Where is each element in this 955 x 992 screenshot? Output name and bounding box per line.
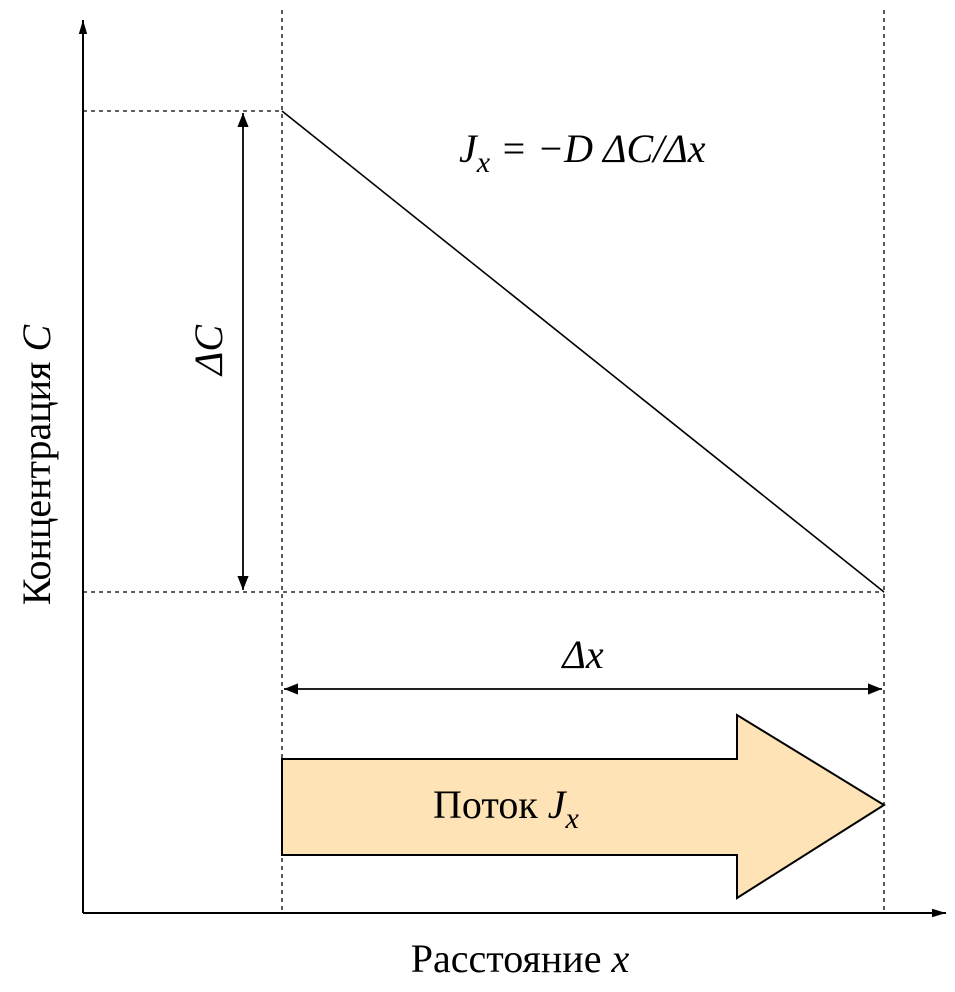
x-axis-label: Расстояние x — [411, 936, 630, 981]
flux-label-text: Поток — [433, 782, 538, 827]
flux-label: Поток Jx — [433, 782, 580, 835]
formula-lhs: J — [459, 126, 479, 171]
delta-x-label: Δx — [560, 632, 603, 677]
y-axis-var: C — [14, 324, 59, 352]
x-axis-var: x — [610, 936, 629, 981]
formula-rhs: = −D ΔC/Δx — [500, 126, 706, 171]
flux-var: J — [548, 782, 568, 827]
flux-sub: x — [565, 802, 580, 835]
y-axis-label: Концентрация C — [14, 324, 59, 606]
x-axis-label-text: Расстояние — [411, 936, 602, 981]
delta-c-label: ΔC — [186, 324, 231, 377]
flux-arrow — [281, 713, 886, 900]
concentration-gradient-line — [281, 110, 885, 593]
formula-lhs-sub: x — [476, 146, 491, 179]
y-axis-label-text: Концентрация — [14, 362, 59, 606]
formula: Jx = −D ΔC/Δx — [459, 126, 706, 179]
